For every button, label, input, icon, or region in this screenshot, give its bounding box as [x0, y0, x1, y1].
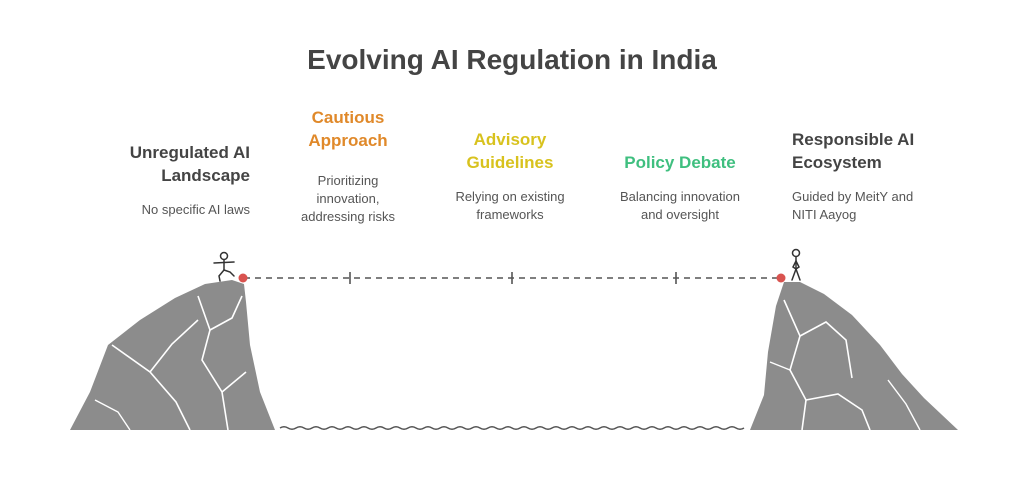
stage-cautious: Cautious Approach Prioritizing innovatio…	[278, 106, 418, 226]
page-title: Evolving AI Regulation in India	[307, 44, 717, 75]
stage-description: Prioritizing innovation, addressing risk…	[301, 173, 395, 224]
stage-heading: Unregulated AI Landscape	[129, 143, 250, 185]
stage-heading: Cautious Approach	[308, 108, 388, 150]
left-cliff-icon	[70, 280, 275, 431]
stage-advisory: Advisory Guidelines Relying on existing …	[440, 128, 580, 224]
person-standing-icon	[791, 248, 801, 281]
progress-path	[238, 272, 786, 284]
stage-heading: Policy Debate	[624, 153, 736, 172]
water-waves-icon	[279, 426, 745, 430]
stage-heading: Advisory Guidelines	[466, 130, 554, 172]
stage-policy-debate: Policy Debate Balancing innovation and o…	[600, 151, 760, 224]
right-cliff-icon	[750, 282, 958, 431]
stage-responsible: Responsible AI Ecosystem Guided by MeitY…	[792, 128, 972, 224]
stage-description: Relying on existing frameworks	[455, 189, 565, 222]
person-stepping-icon	[213, 251, 235, 282]
stage-heading: Responsible AI Ecosystem	[792, 130, 915, 172]
stage-description: Balancing innovation and oversight	[620, 189, 740, 222]
stage-unregulated: Unregulated AI Landscape No specific AI …	[90, 141, 250, 219]
stage-description: Guided by MeitY and NITI Aayog	[792, 189, 914, 222]
path-marker-icon	[776, 273, 786, 283]
path-marker-icon	[238, 273, 248, 283]
stage-description: No specific AI laws	[141, 202, 250, 217]
